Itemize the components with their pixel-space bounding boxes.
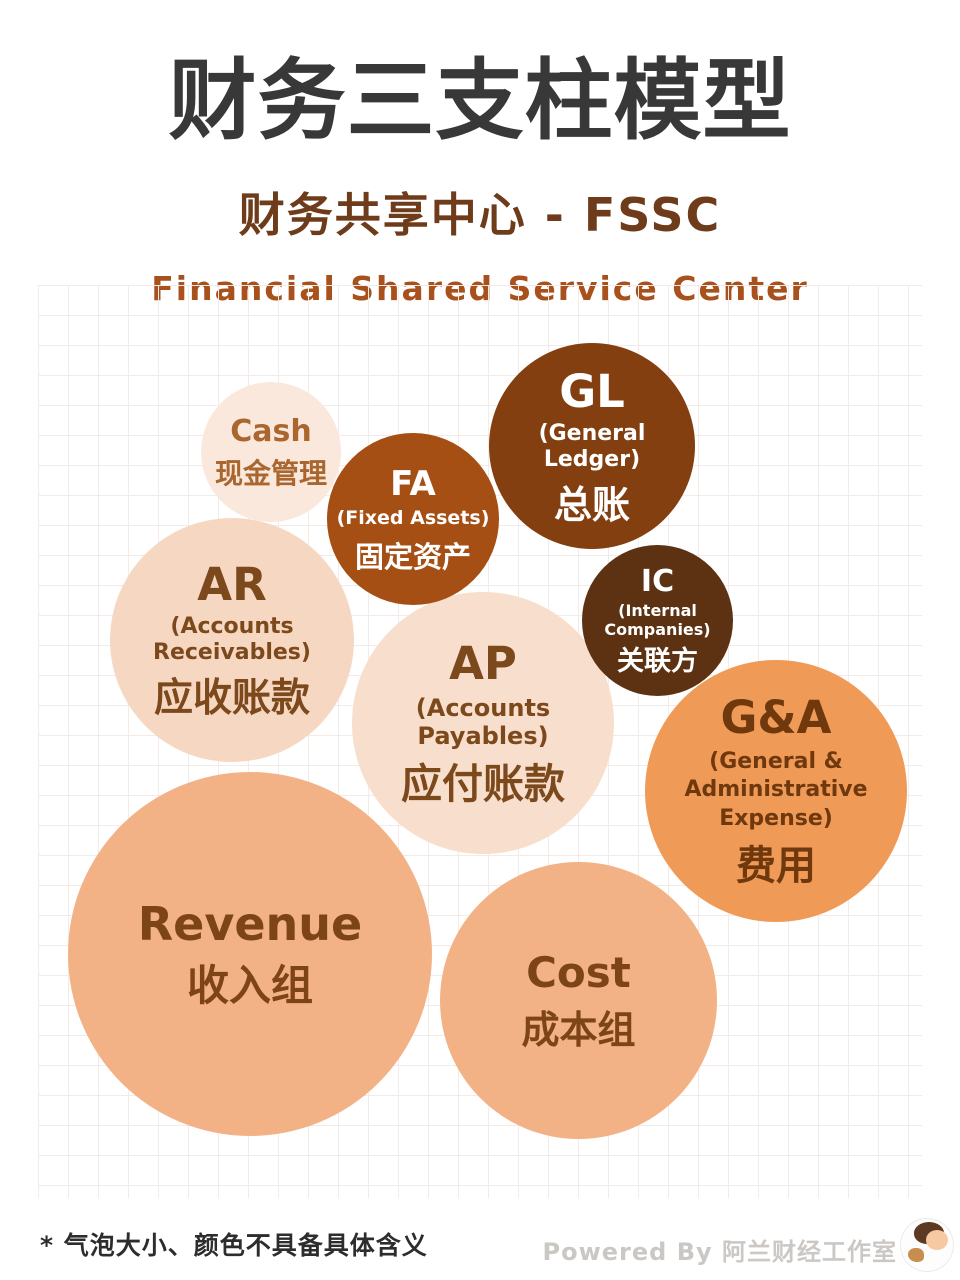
bubble-ar-label-cn: 应收账款 xyxy=(153,675,310,721)
bubble-gl-fullname: (General Ledger) xyxy=(538,420,646,472)
bubble-gl-abbr: GL xyxy=(559,364,625,418)
bubble-cash-label-en: Cash xyxy=(230,413,312,449)
bubble-ga-fullname-line2: Administrative Expense) xyxy=(684,777,868,831)
bubble-fixed-assets: FA (Fixed Assets) 固定资产 xyxy=(327,433,499,605)
bubble-ic-fullname: (Internal Companies) xyxy=(604,600,711,639)
bubble-ap-fullname: (Accounts Payables) xyxy=(415,693,551,750)
bubble-cost: Cost 成本组 xyxy=(440,862,717,1139)
bubble-gl-label-cn: 总账 xyxy=(553,482,630,527)
bubble-cost-label-en: Cost xyxy=(526,948,631,998)
bubble-ga-label-cn: 费用 xyxy=(736,843,816,890)
bubble-general-ledger: GL (General Ledger) 总账 xyxy=(489,343,695,549)
bubble-accounts-payables: AP (Accounts Payables) 应付账款 xyxy=(352,592,614,854)
bubble-revenue: Revenue 收入组 xyxy=(68,772,432,1136)
avatar-face-shape xyxy=(926,1230,948,1250)
footnote-disclaimer: * 气泡大小、颜色不具备具体含义 xyxy=(40,1231,428,1260)
bubble-cash-label-cn: 现金管理 xyxy=(214,457,327,491)
bubble-ap-abbr: AP xyxy=(449,637,517,691)
bubble-accounts-receivables: AR (Accounts Receivables) 应收账款 xyxy=(110,518,354,762)
header: 财务三支柱模型 财务共享中心 - FSSC Financial Shared S… xyxy=(0,0,960,308)
avatar-paw-shape xyxy=(908,1248,924,1262)
bubble-internal-companies: IC (Internal Companies) 关联方 xyxy=(582,545,733,696)
page-title: 财务三支柱模型 xyxy=(168,49,792,152)
bubble-ic-abbr: IC xyxy=(640,563,675,599)
bubble-cost-label-cn: 成本组 xyxy=(521,1007,636,1052)
page-subtitle: 财务共享中心 - FSSC xyxy=(238,188,722,242)
studio-logo-avatar xyxy=(900,1218,954,1272)
bubble-ar-fullname: (Accounts Receivables) xyxy=(153,614,311,666)
bubble-revenue-label-cn: 收入组 xyxy=(186,961,313,1011)
bubble-ap-label-cn: 应付账款 xyxy=(401,760,565,809)
bubble-ga-fullname-line1: (General & xyxy=(709,748,843,774)
bubble-fa-label-cn: 固定资产 xyxy=(354,539,471,574)
bubble-fa-fullname: (Fixed Assets) xyxy=(336,507,490,530)
bubble-ga-abbr: G&A xyxy=(720,691,832,745)
bubble-revenue-label-en: Revenue xyxy=(137,897,363,952)
bubble-general-administrative-expense: G&A (General & Administrative Expense) 费… xyxy=(645,660,907,922)
bubble-fa-abbr: FA xyxy=(390,464,436,505)
bubble-cash: Cash 现金管理 xyxy=(201,382,341,522)
bubble-ic-label-cn: 关联方 xyxy=(617,645,698,677)
bubble-ar-abbr: AR xyxy=(197,557,267,611)
powered-by-credit: Powered By 阿兰财经工作室 xyxy=(542,1238,897,1266)
